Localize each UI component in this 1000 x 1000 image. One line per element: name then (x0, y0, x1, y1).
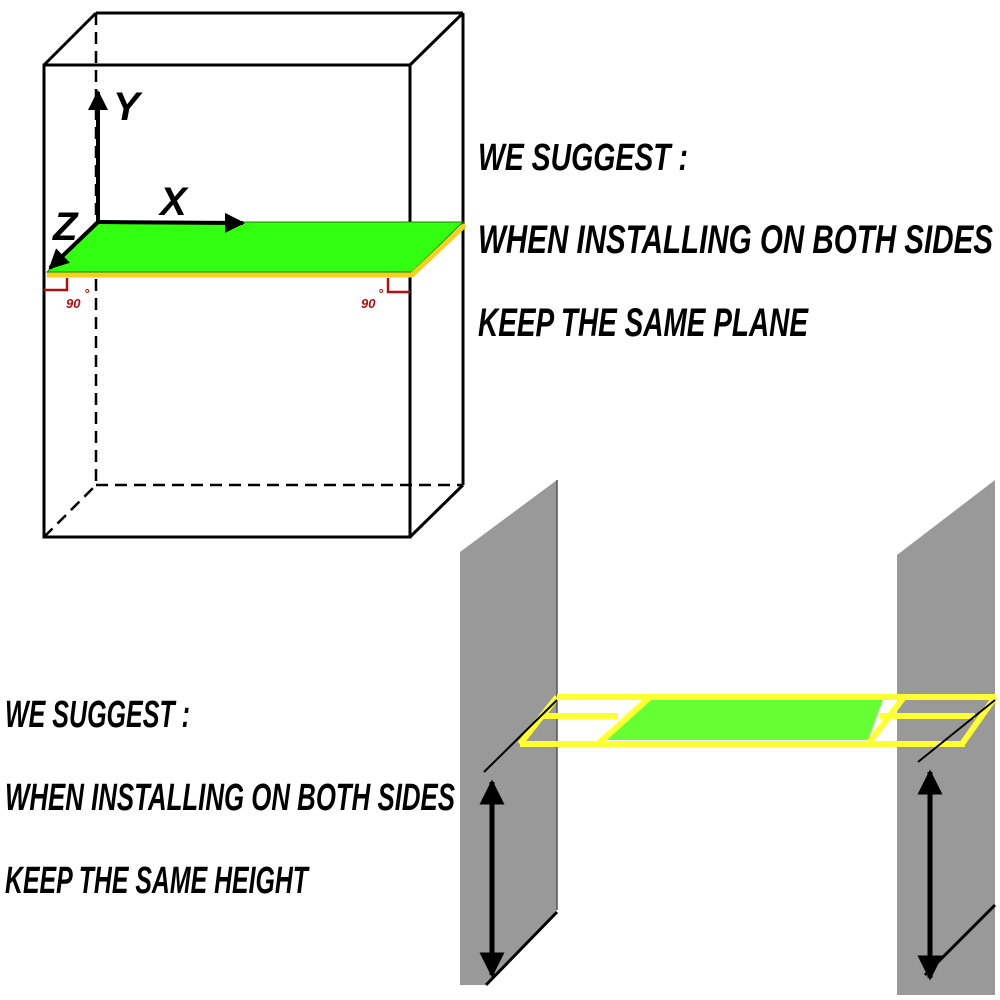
top-heading: WE SUGGEST : (478, 137, 688, 179)
angle-degree-right: ° (378, 286, 384, 301)
box-visible-edges (42, 11, 465, 539)
bottom-line1: WHEN INSTALLING ON BOTH SIDES (5, 777, 455, 819)
wall-diagram (460, 480, 998, 995)
angle-label-right: 90 (361, 296, 376, 311)
bottom-line2: KEEP THE SAME HEIGHT (5, 860, 310, 902)
left-wall (460, 480, 557, 985)
top-line2: KEEP THE SAME PLANE (478, 301, 809, 345)
bottom-heading: WE SUGGEST : (5, 694, 190, 736)
angle-label-left: 90 (66, 296, 81, 311)
right-angle-left-icon (44, 278, 69, 292)
z-axis-label: Z (52, 205, 79, 249)
x-axis-label: X (158, 180, 189, 224)
right-angle-right-icon (386, 278, 410, 294)
top-suggestion: WE SUGGEST : WHEN INSTALLING ON BOTH SID… (478, 137, 993, 345)
x-axis-arrow (97, 212, 245, 233)
left-shelf-support (483, 699, 558, 773)
shelf-plane (45, 221, 465, 273)
z-axis-arrow (48, 220, 100, 270)
angle-degree-left: ° (84, 286, 90, 301)
shelf-green (598, 697, 884, 740)
right-shelf-support (917, 699, 996, 763)
box-diagram: Y X Z 90 ° 90 ° (42, 11, 467, 539)
bottom-suggestion: WE SUGGEST : WHEN INSTALLING ON BOTH SID… (5, 694, 455, 902)
y-axis-label: Y (113, 85, 143, 129)
shelf-edge (47, 223, 467, 278)
top-line1: WHEN INSTALLING ON BOTH SIDES (478, 218, 993, 262)
